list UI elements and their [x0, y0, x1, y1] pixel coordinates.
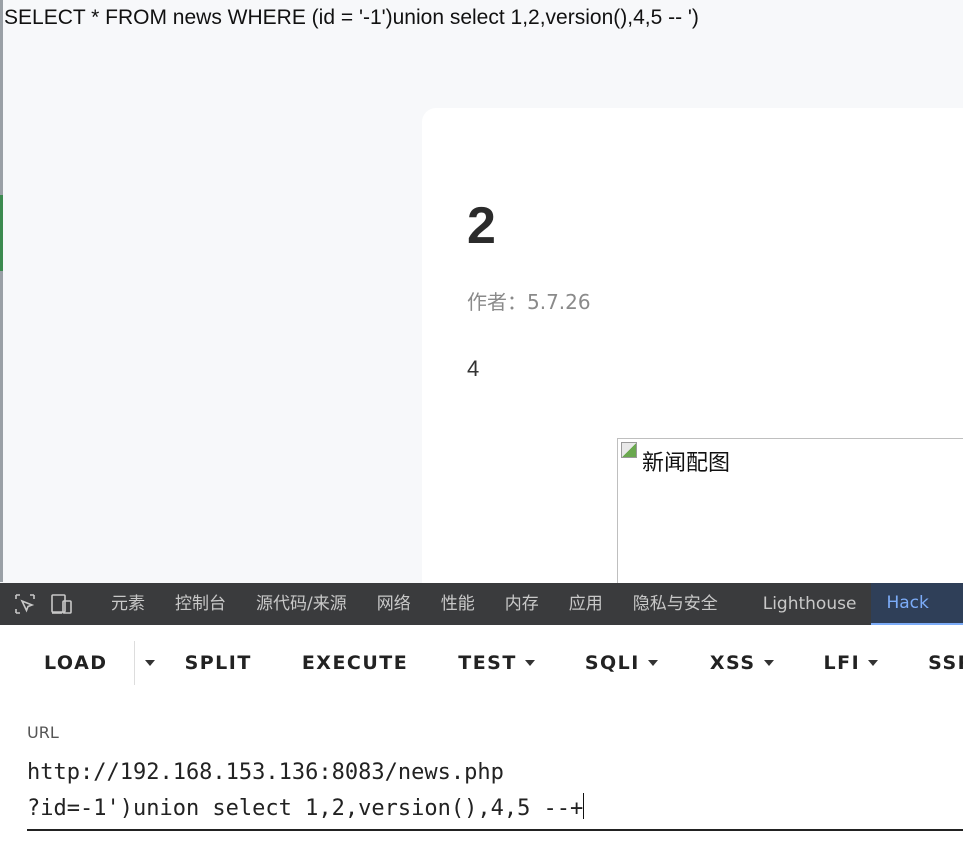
load-button[interactable]: LOAD	[0, 652, 108, 674]
inspect-element-icon[interactable]	[14, 591, 36, 617]
tab-hackbar[interactable]: Hack	[871, 583, 963, 625]
url-label: URL	[27, 723, 59, 742]
xss-button-label: XSS	[709, 652, 756, 674]
lfi-button-label: LFI	[823, 652, 861, 674]
tab-console[interactable]: 控制台	[175, 594, 226, 614]
split-button[interactable]: SPLIT	[155, 652, 252, 674]
hackbar-toolbar: LOAD SPLIT EXECUTE TEST SQLI XSS LFI SSR…	[0, 641, 963, 685]
tab-elements[interactable]: 元素	[111, 594, 145, 614]
tab-performance[interactable]: 性能	[440, 594, 475, 614]
ssrf-menu-button[interactable]: SSRF	[878, 652, 963, 674]
hackbar-panel: LOAD SPLIT EXECUTE TEST SQLI XSS LFI SSR…	[0, 625, 963, 850]
load-button-label: LOAD	[44, 652, 108, 674]
url-line-2-text: ?id=-1')union select 1,2,version(),4,5 -…	[27, 796, 584, 821]
devtools-tabbar: 元素 控制台 源代码/来源 网络 性能 内存 应用 隐私与安全 Lighthou…	[0, 583, 963, 625]
sqli-menu-button[interactable]: SQLI	[535, 652, 658, 674]
tab-application[interactable]: 应用	[568, 594, 603, 614]
url-line-2: ?id=-1')union select 1,2,version(),4,5 -…	[27, 791, 963, 827]
sql-query-text: SELECT * FROM news WHERE (id = '-1')unio…	[4, 6, 699, 29]
window-left-edge	[0, 0, 3, 582]
chevron-down-icon	[144, 660, 155, 666]
window-left-edge-accent	[0, 195, 3, 271]
tab-sources[interactable]: 源代码/来源	[256, 594, 347, 614]
test-menu-button[interactable]: TEST	[408, 652, 535, 674]
tab-privacy-security[interactable]: 隐私与安全	[632, 594, 718, 614]
chevron-down-icon	[763, 660, 774, 666]
test-button-label: TEST	[458, 652, 517, 674]
news-content: 4	[467, 356, 480, 381]
news-image: 新闻配图	[617, 438, 963, 590]
broken-image-icon	[621, 442, 637, 458]
execute-button[interactable]: EXECUTE	[252, 652, 408, 674]
text-cursor	[583, 793, 585, 819]
ssrf-button-label: SSRF	[928, 652, 963, 674]
load-options-button[interactable]	[133, 641, 155, 685]
news-title: 2	[467, 197, 496, 255]
url-line-1: http://192.168.153.136:8083/news.php	[27, 760, 504, 785]
lfi-menu-button[interactable]: LFI	[774, 652, 879, 674]
execute-button-label: EXECUTE	[301, 652, 409, 674]
url-input[interactable]: http://192.168.153.136:8083/news.php ?id…	[27, 755, 963, 831]
tab-network[interactable]: 网络	[376, 594, 411, 614]
device-toolbar-icon[interactable]	[50, 591, 74, 617]
xss-menu-button[interactable]: XSS	[658, 652, 774, 674]
news-image-alt: 新闻配图	[642, 451, 731, 476]
chevron-down-icon	[524, 660, 535, 666]
sqli-button-label: SQLI	[584, 652, 640, 674]
split-button-label: SPLIT	[184, 652, 252, 674]
news-author: 作者：5.7.26	[467, 290, 591, 314]
tab-memory[interactable]: 内存	[504, 594, 539, 614]
tab-lighthouse[interactable]: Lighthouse	[762, 594, 857, 614]
chevron-down-icon	[868, 660, 879, 666]
chevron-down-icon	[647, 660, 658, 666]
